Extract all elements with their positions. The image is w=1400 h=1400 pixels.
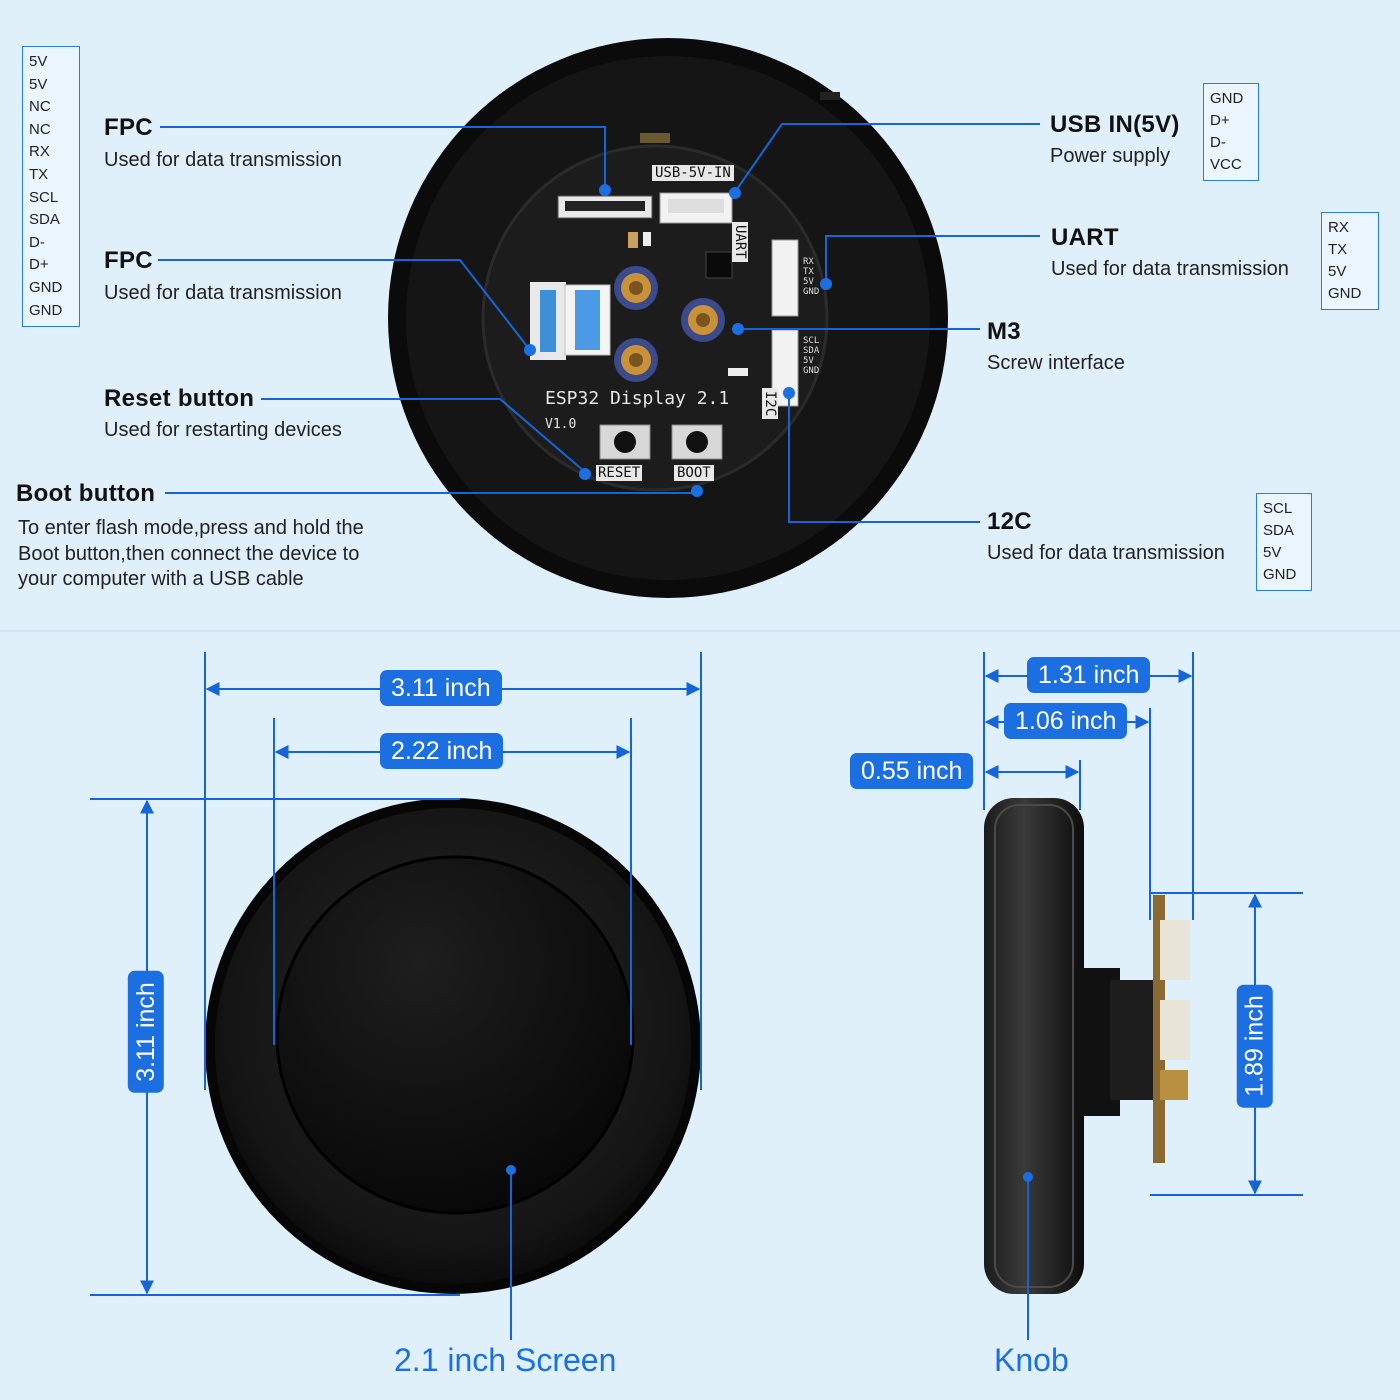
callout-fpc2-title: FPC: [104, 247, 153, 274]
dim-depth-total: 1.31 inch: [1027, 657, 1151, 693]
knob-dot: [1023, 1172, 1033, 1182]
dim-board-height: 1.89 inch: [1236, 984, 1273, 1108]
board-boot-label: BOOT: [674, 465, 714, 481]
callout-fpc1-title: FPC: [104, 114, 153, 141]
board-usb-label: USB-5V-IN: [652, 165, 734, 181]
device-back-view: [388, 38, 948, 598]
dim-depth-body: 1.06 inch: [1004, 703, 1128, 739]
callout-usb-desc: Power supply: [1050, 145, 1171, 167]
callout-dots: [524, 184, 832, 497]
board-i2c-label: I2C: [762, 388, 778, 420]
caption-screen: 2.1 inch Screen: [394, 1342, 617, 1378]
board-uart-label: UART: [732, 222, 748, 262]
callout-fpc2-desc: Used for data transmission: [104, 282, 342, 304]
callout-boot-title: Boot button: [16, 480, 156, 507]
callout-reset-title: Reset button: [104, 385, 255, 412]
board-version: V1.0: [545, 417, 577, 432]
callout-uart-desc: Used for data transmission: [1051, 258, 1289, 280]
device-front-view: [205, 798, 701, 1294]
callout-usb-title: USB IN(5V): [1050, 111, 1180, 138]
board-reset-label: RESET: [596, 465, 643, 481]
callout-i2c-title: 12C: [987, 508, 1032, 535]
callout-m3-title: M3: [987, 318, 1021, 345]
dim-outer-width: 3.11 inch: [380, 670, 502, 706]
callout-fpc1-desc: Used for data transmission: [104, 149, 342, 171]
dim-screen-width: 2.22 inch: [380, 733, 504, 769]
dim-depth-knob: 0.55 inch: [850, 753, 974, 789]
caption-knob: Knob: [994, 1342, 1069, 1378]
callout-boot-desc: To enter flash mode,press and hold the B…: [18, 517, 364, 590]
dim-height: 3.11 inch: [127, 971, 164, 1093]
callout-m3-desc: Screw interface: [987, 352, 1125, 374]
device-side-view: [984, 798, 1190, 1294]
screen-dot: [506, 1165, 516, 1175]
callout-i2c-desc: Used for data transmission: [987, 542, 1225, 564]
board-name: ESP32 Display 2.1: [545, 388, 730, 409]
callout-uart-title: UART: [1051, 224, 1119, 251]
callout-reset-desc: Used for restarting devices: [104, 419, 342, 441]
callout-lines: [158, 123, 1040, 523]
